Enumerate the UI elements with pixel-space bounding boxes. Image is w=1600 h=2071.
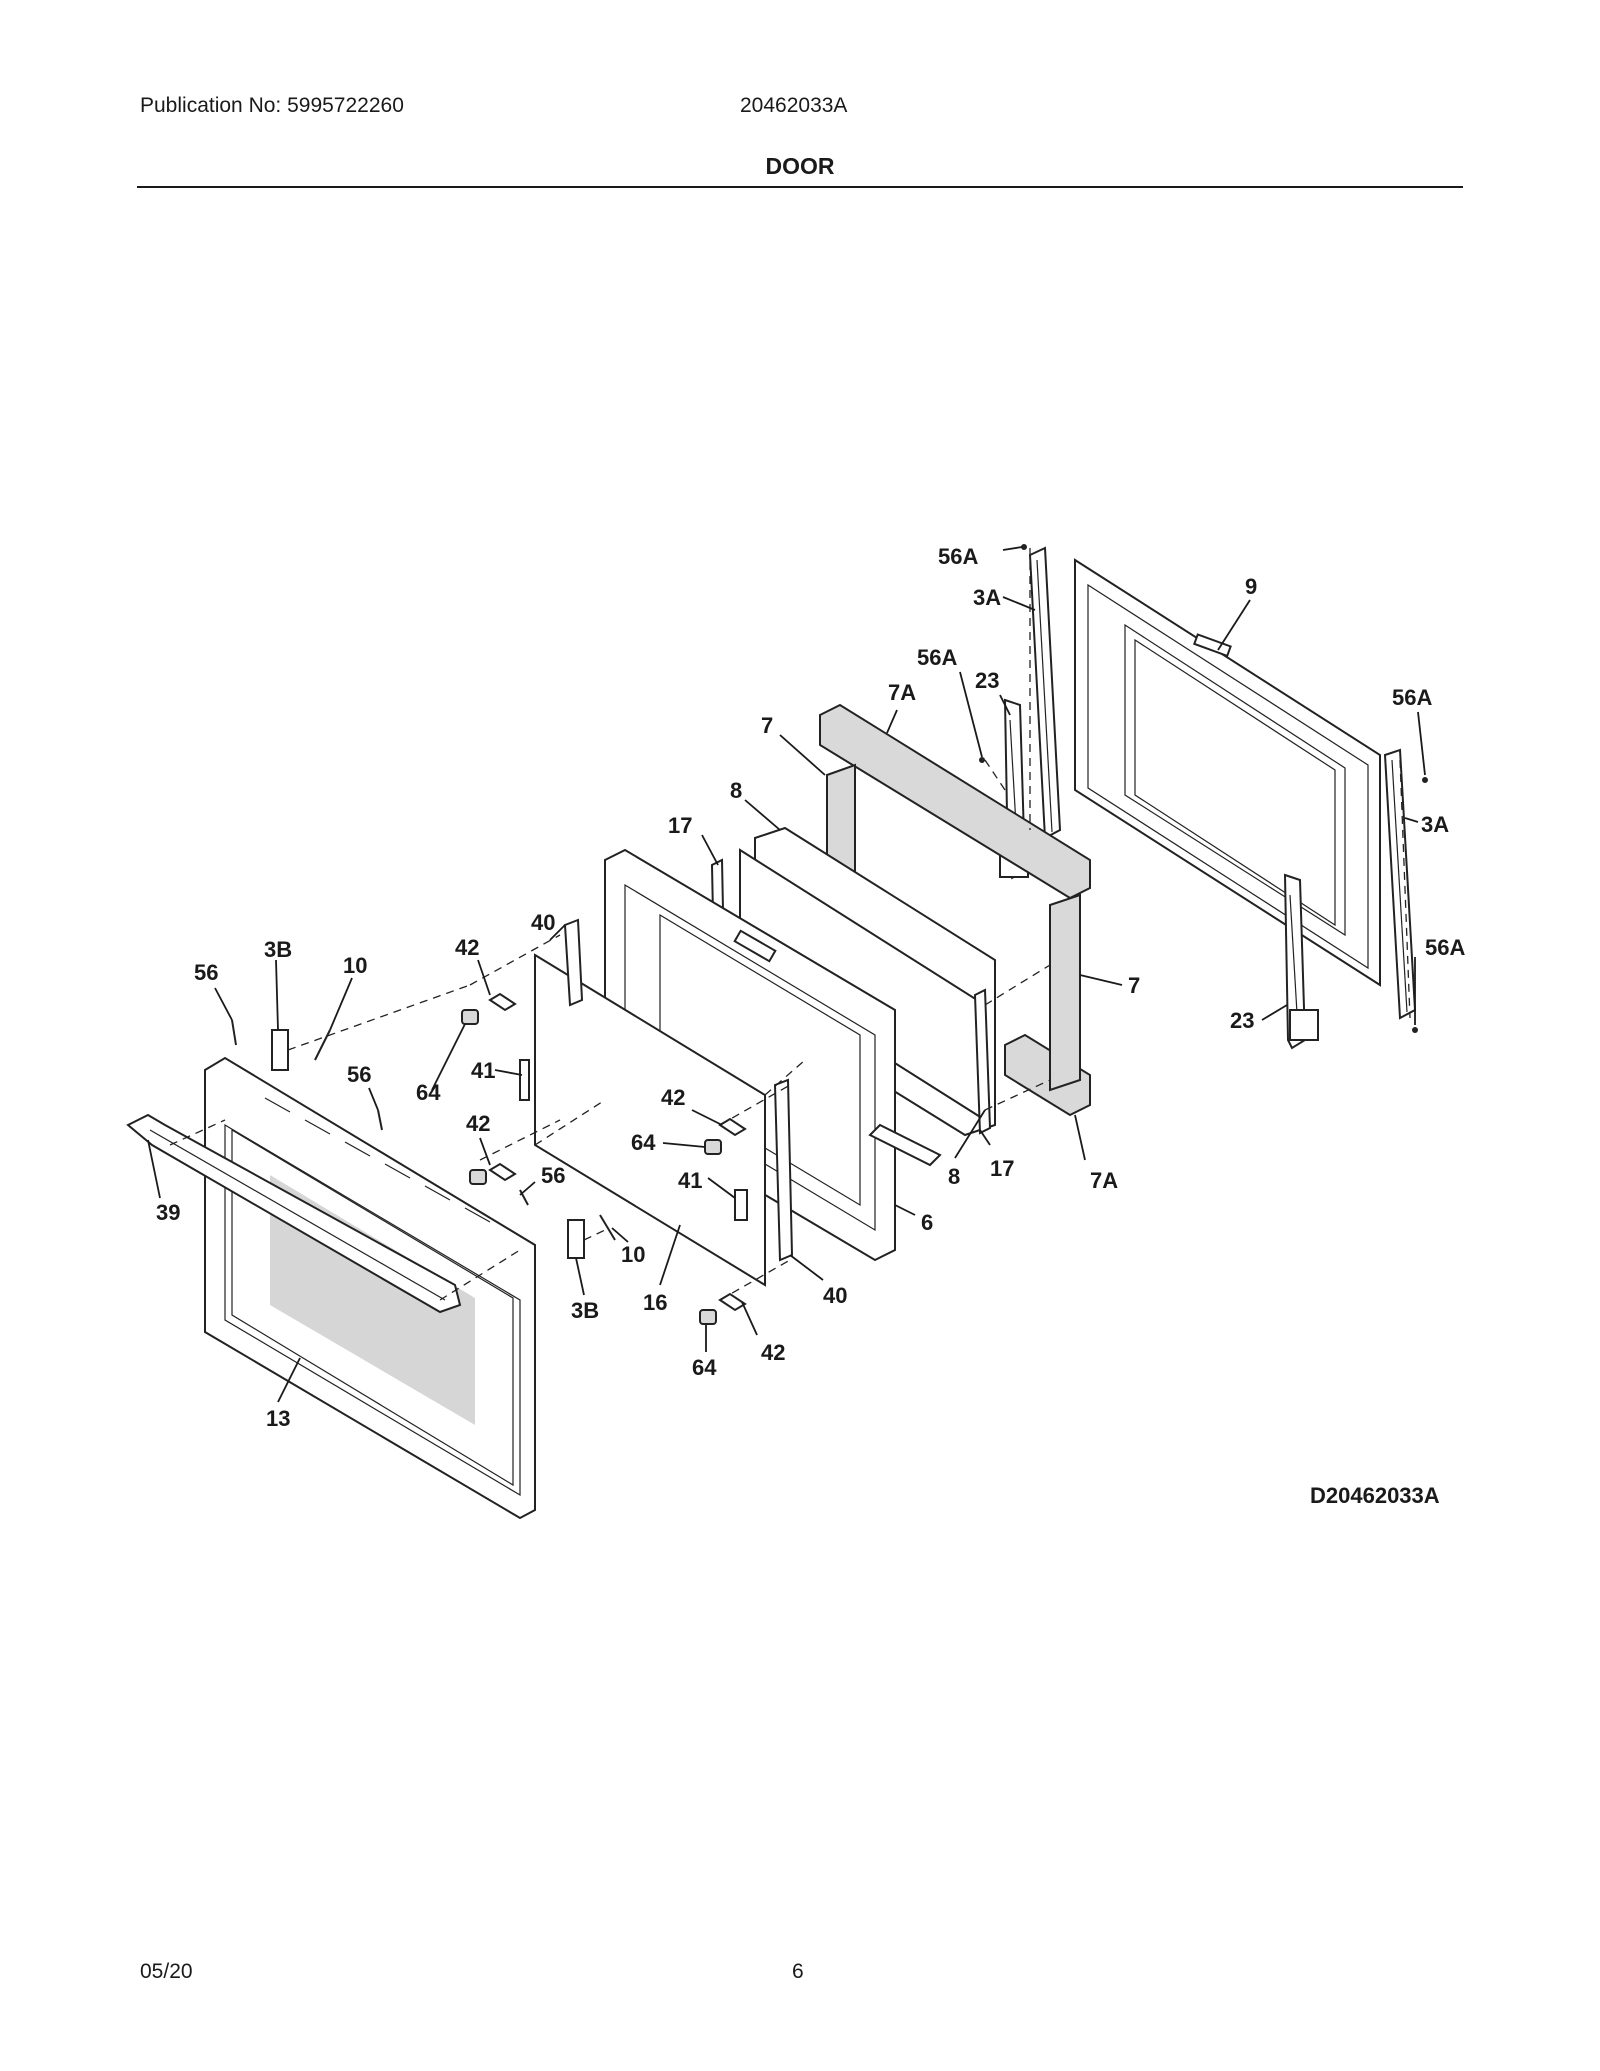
part-10-screw-low (599, 1214, 616, 1241)
part-3B-bracket-top (271, 1029, 289, 1071)
part-7A-insulation-bottom (1004, 1033, 1091, 1117)
callout-40: 40 (531, 910, 555, 935)
callout-41: 41 (471, 1058, 495, 1083)
part-3B-bracket-low (567, 1219, 585, 1259)
page-number: 6 (792, 1960, 804, 1983)
callout-7: 7 (761, 713, 773, 738)
part-7-insulation-right (1049, 893, 1081, 1092)
part-17-bracket-bottom (973, 988, 992, 1135)
callout-56A: 56A (1425, 935, 1465, 960)
callout-42: 42 (455, 935, 479, 960)
callout-41: 41 (678, 1168, 702, 1193)
part-42-clip-low (718, 1292, 747, 1312)
section-title: DOOR (765, 153, 835, 179)
part-16-outer-glass (534, 953, 766, 1287)
model-number: 20462033A (740, 94, 848, 117)
callout-8: 8 (948, 1164, 960, 1189)
callout-3B: 3B (571, 1298, 599, 1323)
part-64-pad-mid (469, 1169, 487, 1185)
part-41-clip-center (734, 1189, 748, 1221)
callout-42: 42 (661, 1085, 685, 1110)
callout-42: 42 (466, 1111, 490, 1136)
callout-7A: 7A (888, 680, 916, 705)
callout-10: 10 (343, 953, 367, 978)
part-42-clip-mid (488, 1162, 517, 1182)
callout-56: 56 (541, 1163, 565, 1188)
part-3A-side-channel-left (1028, 546, 1062, 840)
part-7A-insulation-top (819, 703, 1091, 900)
callout-10: 10 (621, 1242, 645, 1267)
part-64-pad-top (461, 1009, 479, 1025)
callout-7A: 7A (1090, 1168, 1118, 1193)
callout-56A: 56A (917, 645, 957, 670)
callout-16: 16 (643, 1290, 667, 1315)
callout-39: 39 (156, 1200, 180, 1225)
part-41-clip-left (519, 1059, 530, 1101)
callout-42: 42 (761, 1340, 785, 1365)
callout-9: 9 (1245, 574, 1257, 599)
part-39-handle (126, 1113, 462, 1314)
callout-13: 13 (266, 1406, 290, 1431)
diagram-id: D20462033A (1310, 1483, 1440, 1508)
callout-3A: 3A (1421, 812, 1449, 837)
footer-date: 05/20 (140, 1960, 193, 1983)
part-3A-side-channel-right (1383, 748, 1417, 1020)
header-rule (137, 186, 1463, 188)
callout-56A: 56A (1392, 685, 1432, 710)
callout-7: 7 (1128, 973, 1140, 998)
part-56-screw-mid (377, 1109, 383, 1131)
callout-56: 56 (347, 1062, 371, 1087)
leader-lines (147, 546, 1426, 1403)
callout-64: 64 (416, 1080, 441, 1105)
callout-23: 23 (1230, 1008, 1254, 1033)
callout-56: 56 (194, 960, 218, 985)
callout-64: 64 (631, 1130, 656, 1155)
part-40-bracket-bottom (773, 1078, 794, 1262)
callout-56A: 56A (938, 544, 978, 569)
part-64-pad-low (699, 1309, 717, 1325)
callout-6: 6 (921, 1210, 933, 1235)
part-42-clip-top (488, 992, 517, 1012)
callout-64: 64 (692, 1355, 717, 1380)
part-40-bracket-top (563, 918, 584, 1007)
callouts: 56A 9 3A 56A 7A 23 7 56A 8 3A 17 40 56A … (156, 544, 1465, 1508)
part-23-hinge-bottom (1283, 873, 1319, 1050)
callout-17: 17 (668, 813, 692, 838)
part-56-screw-low (519, 1189, 529, 1206)
door-vent-slots (264, 1097, 491, 1223)
callout-23: 23 (975, 668, 999, 693)
part-9-inner-door-panel (1074, 558, 1381, 987)
assembly-lines (169, 548, 1411, 1301)
publication-number: Publication No: 5995722260 (140, 94, 404, 117)
part-56-screw-left (231, 1019, 237, 1046)
callout-17: 17 (990, 1156, 1014, 1181)
callout-40: 40 (823, 1283, 847, 1308)
part-64-pad-center (704, 1139, 722, 1155)
part-56A-screws (979, 544, 1428, 1033)
callout-3B: 3B (264, 937, 292, 962)
part-10-screw-top (314, 1029, 331, 1061)
callout-3A: 3A (973, 585, 1001, 610)
callout-8: 8 (730, 778, 742, 803)
